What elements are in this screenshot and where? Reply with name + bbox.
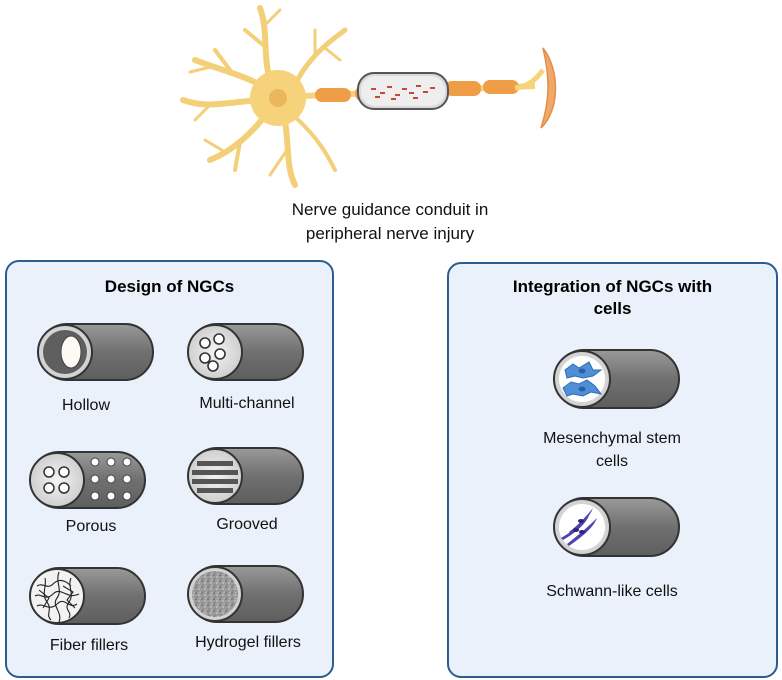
msc-label-line-1: Mesenchymal stem	[543, 430, 681, 447]
msc-label: Mesenchymal stem cells	[512, 427, 712, 473]
top-caption: Nerve guidance conduit in peripheral ner…	[230, 198, 550, 246]
design-panel-title: Design of NGCs	[104, 277, 235, 296]
integration-with-cells-panel: Integration of NGCs with cells Mesenchym…	[447, 262, 778, 678]
caption-line-1: Nerve guidance conduit in	[291, 200, 489, 219]
multi-channel-label: Multi-channel	[199, 395, 295, 412]
multi-channel-conduit-icon	[187, 323, 304, 381]
cells-panel-title: Integration of NGCs with cells	[449, 276, 776, 320]
porous-label: Porous	[65, 518, 117, 535]
caption-line-2: peripheral nerve injury	[305, 224, 475, 243]
conduit-on-axon-icon	[357, 72, 449, 110]
neuron-nucleus	[269, 89, 287, 107]
hydrogel-fillers-label: Hydrogel fillers	[195, 634, 301, 651]
fiber-filler-conduit-icon	[29, 567, 146, 625]
fiber-fillers-label: Fiber fillers	[49, 637, 129, 654]
porous-conduit-icon	[29, 451, 146, 509]
hollow-conduit-icon	[37, 323, 154, 381]
msc-label-line-2: cells	[595, 453, 628, 470]
cells-panel-title-line-1: Integration of NGCs with	[512, 277, 713, 296]
axon-terminal	[540, 47, 557, 129]
design-of-ngcs-panel: Design of NGCs Hollow Multi-channel Po	[5, 260, 334, 678]
grooved-conduit-icon	[187, 447, 304, 505]
grooved-label: Grooved	[216, 516, 278, 533]
hydrogel-filler-conduit-icon	[187, 565, 304, 623]
schwann-conduit-icon	[553, 497, 680, 557]
msc-conduit-icon	[553, 349, 680, 409]
neuron-with-conduit-illustration	[180, 5, 557, 188]
hollow-label: Hollow	[61, 397, 110, 414]
cells-panel-title-line-2: cells	[593, 299, 632, 318]
schwann-label-line-1: Schwann-like cells	[546, 583, 678, 600]
schwann-label: Schwann-like cells	[512, 580, 712, 603]
